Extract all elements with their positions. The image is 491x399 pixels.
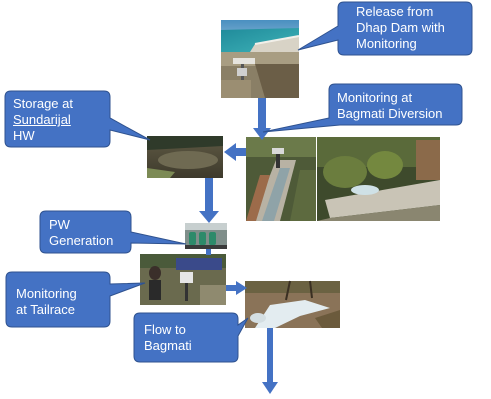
flow-line-1: Flow to [144, 322, 186, 337]
release-label: Release from Dhap Dam with Monitoring [356, 4, 445, 52]
storage-reservoir-photo [147, 136, 223, 178]
tailrace-line-2: at Tailrace [16, 302, 76, 317]
release-line-3: Monitoring [356, 36, 417, 51]
release-line-2: Dhap Dam with [356, 20, 445, 35]
arrow-pw-to-tailrace [206, 249, 211, 255]
flow-label: Flow to Bagmati [144, 322, 192, 354]
storage-label: Storage at Sundarijal HW [13, 96, 73, 144]
tailrace-photo [140, 254, 226, 305]
arrow-diversion-to-storage [224, 143, 246, 161]
callout-flow [133, 312, 249, 363]
monitoring-diversion-line-1: Monitoring at [337, 90, 413, 105]
pw-line-1: PW [49, 217, 70, 232]
powerhouse-photo [185, 223, 227, 249]
callout-monitoring-diversion [262, 83, 463, 133]
monitoring-diversion-line-2: Bagmati Diversion [337, 106, 443, 121]
dhap-dam-photo [221, 20, 300, 98]
arrow-flow-out [262, 328, 278, 394]
arrow-tailrace-to-river [226, 281, 247, 295]
river-flow-photo [245, 280, 340, 328]
pw-line-2: Generation [49, 233, 114, 248]
callout-storage [4, 90, 151, 148]
arrow-storage-to-pw [199, 178, 219, 223]
release-line-1: Release from [356, 4, 434, 19]
storage-line-3: HW [13, 128, 35, 143]
diversion-weir-photo [317, 137, 440, 221]
callout-tailrace [5, 271, 146, 328]
pw-generation-label: PW Generation [49, 217, 113, 249]
flow-line-2: Bagmati [144, 338, 192, 353]
storage-line-2: Sundarijal [13, 112, 71, 127]
arrow-dam-to-diversion [253, 98, 271, 140]
diversion-channel-photo [246, 137, 316, 221]
tailrace-label: Monitoring at Tailrace [16, 286, 77, 318]
callout-pw [39, 210, 187, 254]
callout-release [297, 1, 473, 56]
monitoring-diversion-label: Monitoring at Bagmati Diversion [337, 90, 443, 122]
storage-line-1: Storage at [13, 96, 73, 111]
tailrace-line-1: Monitoring [16, 286, 77, 301]
